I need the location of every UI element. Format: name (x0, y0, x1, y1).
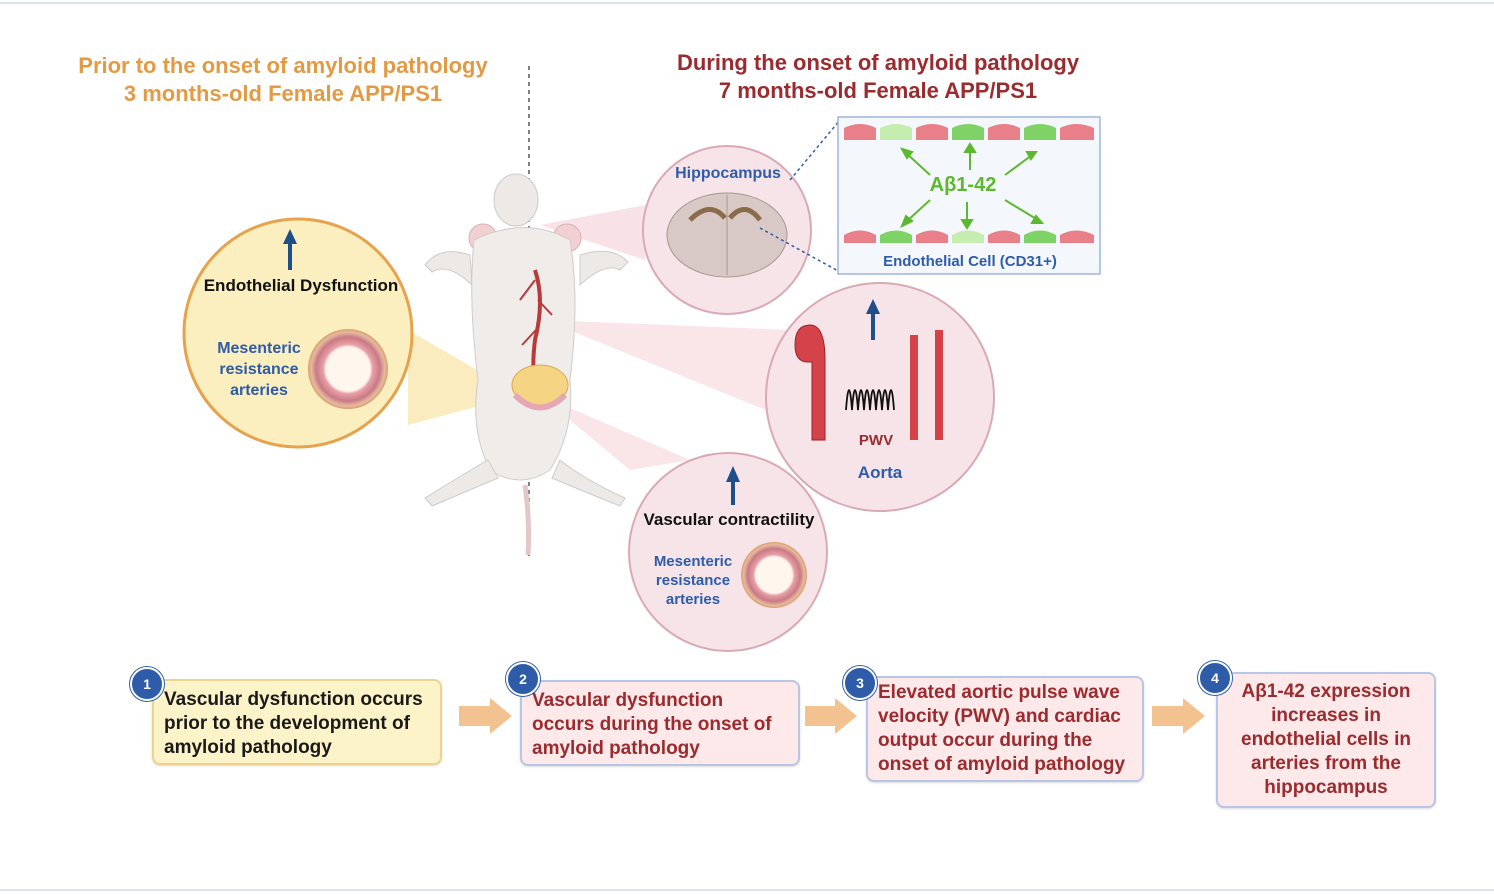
diffusion-arrows (899, 142, 1045, 230)
step-4-number-badge: 4 (1198, 661, 1232, 695)
flow-arrow-3 (1152, 698, 1205, 734)
step-3-number-badge: 3 (843, 666, 877, 700)
left-vessel-line2: resistance (219, 361, 299, 378)
bottom-border (0, 889, 1494, 891)
contractility-zoom-cone (540, 395, 690, 470)
contractility-increase-arrow-icon (726, 466, 740, 482)
endothelial-dysfunction-label: Endothelial Dysfunction (203, 276, 399, 295)
step-3-box: Elevated aortic pulse wave velocity (PWV… (866, 676, 1144, 782)
endothelial-cell-label: Endothelial Cell (CD31+) (883, 253, 1057, 270)
left-vessel-line1: Mesenteric (217, 340, 301, 357)
right-title-line1: During the onset of amyloid pathology (676, 50, 1080, 75)
aorta-label: Aorta (857, 463, 903, 482)
increase-arrow-icon (283, 229, 297, 244)
endothelial-cells-top (844, 124, 1094, 140)
pulse-wave-icon (845, 389, 895, 411)
left-title-line1: Prior to the onset of amyloid pathology (78, 53, 488, 78)
right-title: During the onset of amyloid pathology 7 … (640, 49, 1116, 105)
step-4-box: Aβ1-42 expression increases in endotheli… (1216, 672, 1436, 808)
contractility-vessel-line2: resistance (655, 572, 731, 589)
contractility-vessel-line1: Mesenteric (653, 553, 733, 570)
step-1-number-badge: 1 (130, 667, 164, 701)
flow-arrow-1 (459, 698, 512, 734)
mouse-illustration (424, 173, 629, 556)
abeta-label: Aβ1-42 (929, 174, 997, 196)
top-border (0, 2, 1494, 4)
step-2-box: Vascular dysfunction occurs during the o… (520, 680, 800, 766)
step-4-text: Aβ1-42 expression increases in endotheli… (1241, 681, 1411, 798)
hippocampus-label: Hippocampus (675, 165, 781, 182)
aorta-zoom-cone (545, 320, 790, 420)
contractility-vessel-line3: arteries (665, 591, 721, 608)
endothelial-cells-bottom (844, 230, 1094, 243)
artery-segment-icon (910, 335, 918, 440)
artery-cross-section-icon (308, 329, 388, 409)
hippocampus-zoom-cone (540, 205, 645, 260)
artery-cross-section-icon-2 (741, 542, 807, 608)
contractility-vessel-label: Mesenteric resistance arteries (640, 552, 746, 609)
step-2-number-badge: 2 (506, 662, 540, 696)
aorta-vessel-icon (794, 324, 826, 441)
endothelial-dysfunction-circle (182, 217, 414, 449)
left-vessel-label: Mesenteric resistance arteries (200, 338, 318, 401)
flow-arrow-2 (805, 698, 857, 734)
endothelial-inset-box (837, 116, 1101, 275)
left-title-line2: 3 months-old Female APP/PS1 (123, 81, 443, 106)
pwv-increase-arrow-icon (866, 299, 880, 314)
step-3-text: Elevated aortic pulse wave velocity (PWV… (878, 682, 1126, 775)
left-vessel-line3: arteries (230, 382, 288, 399)
vascular-contractility-label: Vascular contractility (643, 510, 815, 529)
left-title: Prior to the onset of amyloid pathology … (48, 52, 518, 108)
step-1-text: Vascular dysfunction occurs prior to the… (164, 689, 423, 758)
pwv-label: PWV (858, 432, 894, 449)
right-title-line2: 7 months-old Female APP/PS1 (718, 78, 1038, 103)
step-1-box: Vascular dysfunction occurs prior to the… (152, 679, 442, 765)
step-2-text: Vascular dysfunction occurs during the o… (532, 690, 772, 759)
